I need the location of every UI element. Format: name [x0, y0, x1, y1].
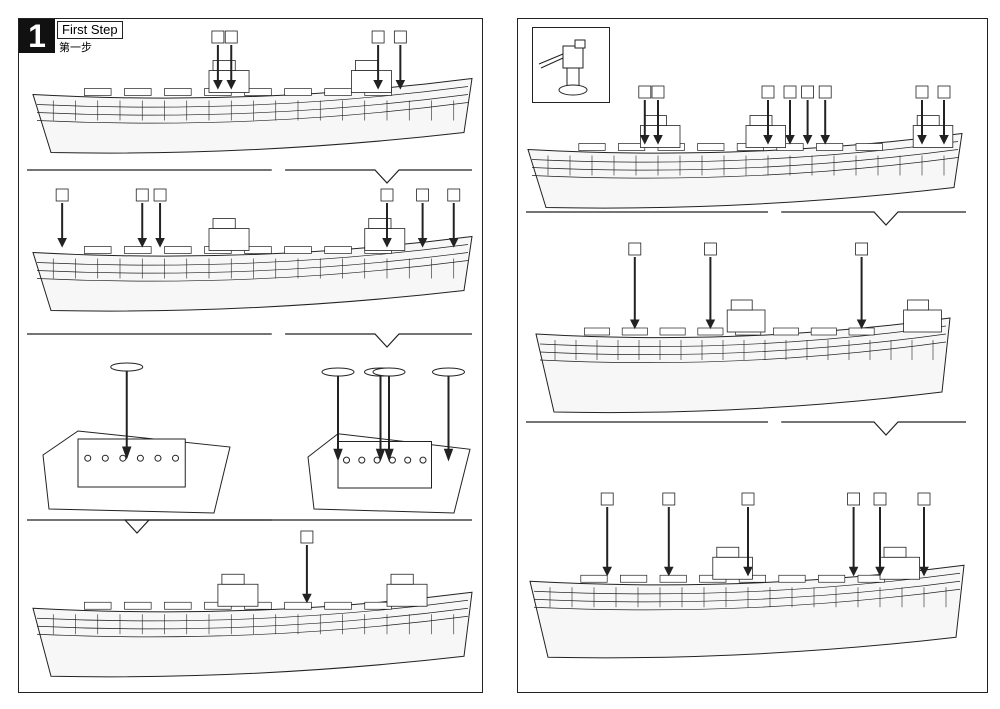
ship-hull-illustration [526, 84, 966, 214]
superstructure-illustration [304, 364, 474, 519]
chevron-down-icon [27, 169, 472, 184]
chevron-down-icon [526, 211, 966, 226]
chevron-down-icon [27, 519, 472, 534]
step-subtitle: 第一步 [59, 41, 92, 54]
chevron-down-icon [27, 333, 472, 348]
gun-detail-inset [532, 27, 610, 103]
ship-hull-illustration [31, 529, 476, 684]
step-title: First Step [57, 21, 123, 39]
step-divider [526, 211, 966, 227]
step-divider [27, 519, 472, 535]
gun-icon [538, 39, 588, 96]
left-panel: 1 First Step 第一步 [18, 18, 483, 693]
ship-hull-illustration [534, 241, 954, 421]
step-divider [526, 421, 966, 437]
right-panel [517, 18, 988, 693]
step-divider [27, 333, 472, 349]
ship-hull-illustration [31, 29, 476, 159]
superstructure-illustration [39, 359, 234, 519]
chevron-down-icon [526, 421, 966, 436]
step-number: 1 [19, 19, 55, 53]
ship-hull-illustration [31, 187, 476, 317]
step-divider [27, 169, 472, 185]
ship-hull-illustration [528, 491, 968, 666]
